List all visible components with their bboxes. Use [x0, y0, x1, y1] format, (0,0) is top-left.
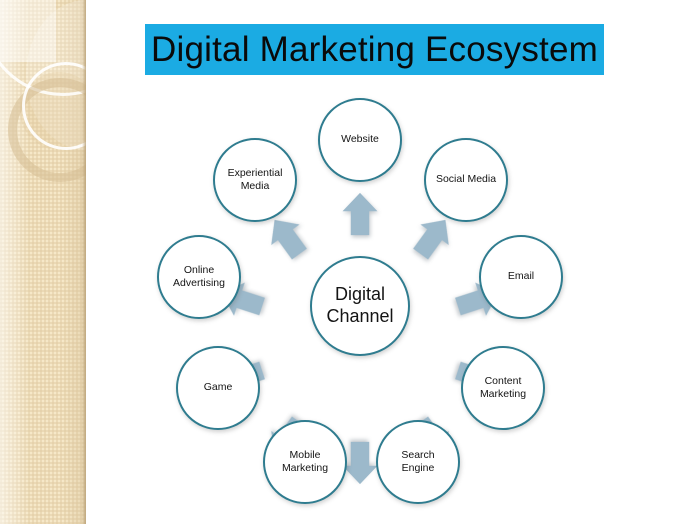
node-email[interactable]: Email: [479, 235, 563, 319]
sidebar-texture: [0, 0, 86, 524]
arrow-outward-36: [401, 205, 465, 269]
node-label: Social Media: [435, 173, 497, 186]
slide-title-bar: Digital Marketing Ecosystem: [145, 24, 604, 75]
page-title: Digital Marketing Ecosystem: [151, 29, 598, 69]
sidebar-highlight-block: [0, 0, 56, 62]
node-label: Email: [507, 270, 535, 283]
node-game[interactable]: Game: [176, 346, 260, 430]
sidebar-edge-shadow: [82, 0, 86, 524]
node-social-media[interactable]: Social Media: [424, 138, 508, 222]
arrow-outward-180: [337, 440, 383, 486]
arrow-outward-0: [337, 191, 383, 237]
arrow-outward-324: [255, 205, 319, 269]
node-website[interactable]: Website: [318, 98, 402, 182]
node-label: Game: [203, 381, 233, 394]
node-label: Website: [341, 133, 379, 146]
decorative-sidebar: [0, 0, 86, 524]
